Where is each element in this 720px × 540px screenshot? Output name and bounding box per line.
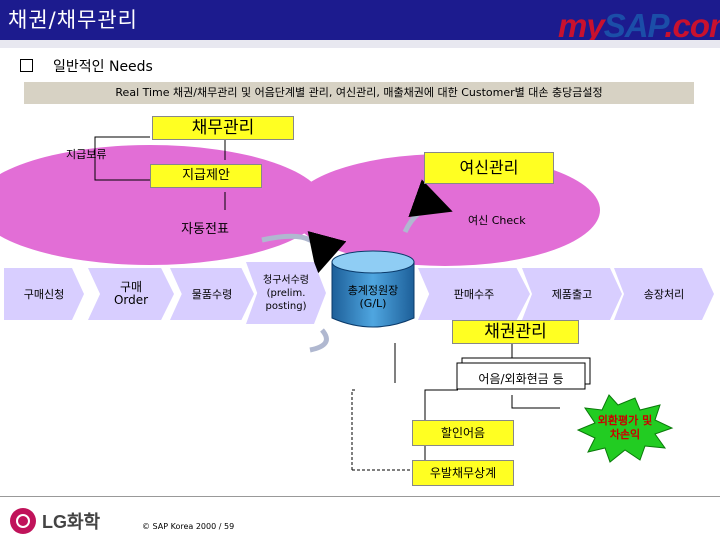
tree-left xyxy=(351,389,355,470)
process-step: 청구서수령 (prelim. posting) xyxy=(246,262,326,324)
payables-ellipse xyxy=(0,145,325,265)
credit-mgmt-box: 여신관리 xyxy=(424,152,554,184)
needs-banner: Real Time 채권/채무관리 및 어음단계별 관리, 여신관리, 매출채권… xyxy=(24,82,694,104)
discount-bills-box: 할인어음 xyxy=(412,420,514,446)
mysap-logo: mySAP.com xyxy=(558,7,720,44)
contingent-offset-box: 우발채무상계 xyxy=(412,460,514,486)
ledger-label: 총계정원장 (G/L) xyxy=(347,284,399,310)
process-step: 구매신청 xyxy=(4,268,84,320)
flow-curve-right xyxy=(402,179,453,234)
credit-check-label: 여신 Check xyxy=(468,214,526,227)
payables-box: 채무관리 xyxy=(152,116,294,140)
hold-label: 지급보류 xyxy=(66,148,107,161)
page-title: 채권/채무관리 xyxy=(8,8,138,32)
exchange-label: 외환평가 및 차손익 xyxy=(597,414,653,441)
lg-logo-icon xyxy=(10,508,36,534)
ledger-cylinder xyxy=(331,262,415,328)
checkbox-bullet-icon xyxy=(20,59,33,72)
bills-down xyxy=(511,395,560,409)
process-step: 판매수주 xyxy=(418,268,530,320)
flow-curve-left xyxy=(261,231,347,275)
hold-connector xyxy=(94,136,152,181)
receivables-box: 채권관리 xyxy=(452,320,579,344)
bills-label: 어음/외화현금 등 xyxy=(478,372,564,386)
flow-curve-bottom xyxy=(309,328,329,353)
process-step: 물품수령 xyxy=(170,268,254,320)
needs-heading: 일반적인 Needs xyxy=(20,56,153,76)
process-step: 구매 Order xyxy=(88,268,174,320)
payment-proposal-box: 지급제안 xyxy=(150,164,262,188)
auto-slip-label: 자동전표 xyxy=(181,222,229,237)
footer-divider xyxy=(0,496,720,497)
header-strip xyxy=(0,40,720,48)
copyright: © SAP Korea 2000 / 59 xyxy=(142,522,235,531)
title-bar xyxy=(0,0,720,40)
exchange-starburst xyxy=(576,394,674,463)
process-step: 제품출고 xyxy=(522,268,622,320)
process-step: 송장처리 xyxy=(614,268,714,320)
company-name: LG화학 xyxy=(42,512,101,532)
